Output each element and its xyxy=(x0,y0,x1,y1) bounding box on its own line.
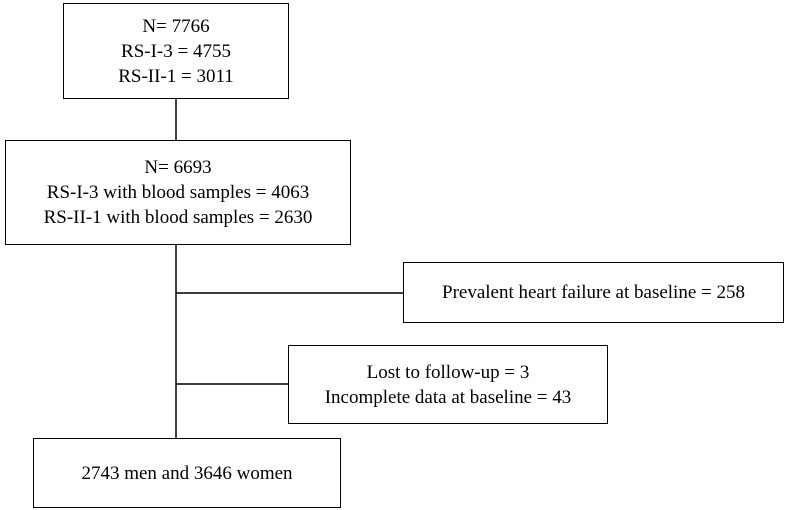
total-count: N= 7766 xyxy=(142,15,210,37)
incomplete-data-count: Incomplete data at baseline = 43 xyxy=(324,386,572,408)
rs-ii-1-blood-count: RS-II-1 with blood samples = 2630 xyxy=(43,207,313,228)
prevalent-heart-failure-count: Prevalent heart failure at baseline = 25… xyxy=(442,282,745,303)
rs-i-3-blood-count: RS-I-3 with blood samples = 4063 xyxy=(46,182,310,203)
rs-ii-1-count: RS-II-1 = 3011 xyxy=(118,65,234,87)
exclusion-prevalent-box: Prevalent heart failure at baseline = 25… xyxy=(403,262,784,323)
blood-total-count: N= 6693 xyxy=(144,157,212,178)
total-participants-box: N= 7766 RS-I-3 = 4755 RS-II-1 = 3011 xyxy=(63,3,289,99)
blood-samples-box: N= 6693 RS-I-3 with blood samples = 4063… xyxy=(5,140,351,245)
final-cohort-count: 2743 men and 3646 women xyxy=(81,462,293,484)
final-cohort-box: 2743 men and 3646 women xyxy=(33,438,341,508)
rs-i-3-count: RS-I-3 = 4755 xyxy=(121,40,231,62)
exclusion-lost-box: Lost to follow-up = 3 Incomplete data at… xyxy=(288,345,608,424)
lost-to-follow-up-count: Lost to follow-up = 3 xyxy=(366,361,530,383)
